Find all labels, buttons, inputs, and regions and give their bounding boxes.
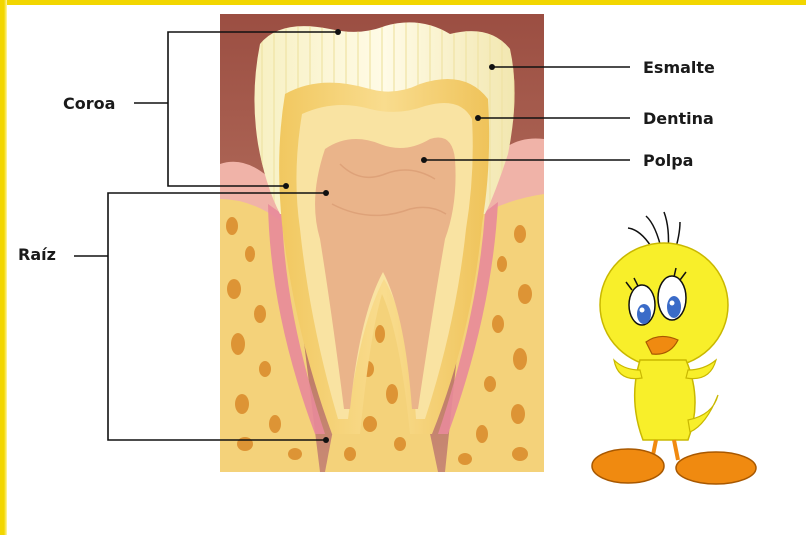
label-raiz: Raíz <box>18 246 56 264</box>
bird-left-pupil <box>637 304 651 324</box>
bird-right-foot <box>676 452 756 484</box>
dentina-dot <box>475 115 481 121</box>
label-esmalte: Esmalte <box>643 59 715 77</box>
yellow-cartoon-bird-illustration <box>588 210 778 490</box>
label-polpa: Polpa <box>643 152 693 170</box>
bird-left-foot <box>592 449 664 483</box>
bird-right-pupil <box>667 296 681 318</box>
bird-right-eye-shine <box>670 301 675 306</box>
raiz-bracket <box>108 193 326 440</box>
esmalte-dot <box>489 64 495 70</box>
bird-right-arm <box>686 360 716 379</box>
label-dentina: Dentina <box>643 110 714 128</box>
polpa-dot <box>421 157 427 163</box>
raiz-dot-bottom <box>323 437 329 443</box>
raiz-dot-top <box>323 190 329 196</box>
coroa-dot-bottom <box>283 183 289 189</box>
bird-left-eye-shine <box>640 308 645 313</box>
label-coroa: Coroa <box>63 95 115 113</box>
coroa-bracket <box>168 32 338 186</box>
coroa-dot-top <box>335 29 341 35</box>
bird-body <box>635 360 695 440</box>
